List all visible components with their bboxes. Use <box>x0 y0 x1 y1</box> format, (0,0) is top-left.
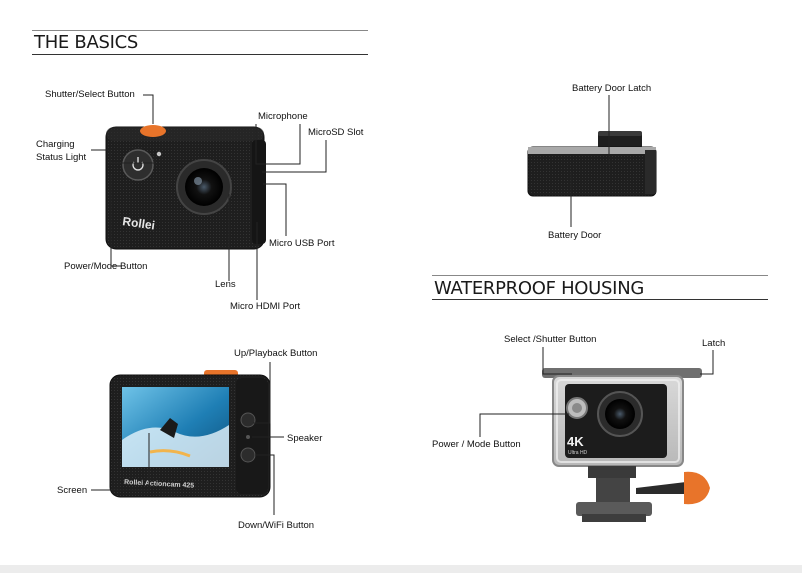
side-callouts <box>570 95 610 227</box>
housing-rule-top <box>432 275 768 276</box>
charging-light-label-2: Status Light <box>36 152 87 163</box>
housing-power-mode-label: Power / Mode Button <box>432 439 521 450</box>
charging-light-label-1: Charging <box>36 139 75 150</box>
microsd-slot-label: MicroSD Slot <box>308 127 364 138</box>
camera-side <box>527 131 657 197</box>
screen-label: Screen <box>57 485 88 496</box>
up-playback-label: Up/Playback Button <box>234 348 318 359</box>
front-brand-logo: Rollei <box>122 214 156 232</box>
shutter-button-label: Shutter/Select Button <box>45 89 135 100</box>
micro-usb-label: Micro USB Port <box>269 238 335 249</box>
camera-front: Rollei <box>105 125 266 250</box>
housing-select-shutter-label: Select /Shutter Button <box>504 334 597 345</box>
down-button-icon <box>240 447 256 463</box>
housing-illustration: 4K Ultra HD <box>542 368 710 522</box>
back-model-text: Rollei Actioncam 425 <box>124 479 195 490</box>
housing-latch-label: Latch <box>702 338 726 349</box>
microphone-label: Microphone <box>258 111 308 122</box>
svg-text:Ultra HD: Ultra HD <box>568 450 588 456</box>
speaker-label: Speaker <box>287 433 323 444</box>
shutter-button-icon <box>140 125 166 137</box>
housing-badge: 4K <box>567 434 584 449</box>
battery-door-latch-label: Battery Door Latch <box>572 83 652 94</box>
housing-callouts <box>479 347 714 437</box>
camera-back: Rollei Actioncam 425 <box>109 370 271 498</box>
lens-label: Lens <box>215 279 236 290</box>
housing-rule <box>432 299 768 300</box>
front-callouts <box>91 94 327 300</box>
micro-hdmi-label: Micro HDMI Port <box>230 301 301 312</box>
up-button-icon <box>240 412 256 428</box>
power-mode-label: Power/Mode Button <box>64 261 148 272</box>
battery-door-label: Battery Door <box>548 230 602 241</box>
page-bottom-edge <box>0 565 802 573</box>
basics-rule-top <box>32 30 368 31</box>
down-wifi-label: Down/WiFi Button <box>238 520 315 531</box>
back-callouts <box>91 362 284 515</box>
power-button-icon <box>122 149 154 181</box>
basics-rule <box>32 54 368 55</box>
basics-heading: THE BASICS <box>34 32 139 53</box>
housing-heading: WATERPROOF HOUSING <box>434 278 645 299</box>
